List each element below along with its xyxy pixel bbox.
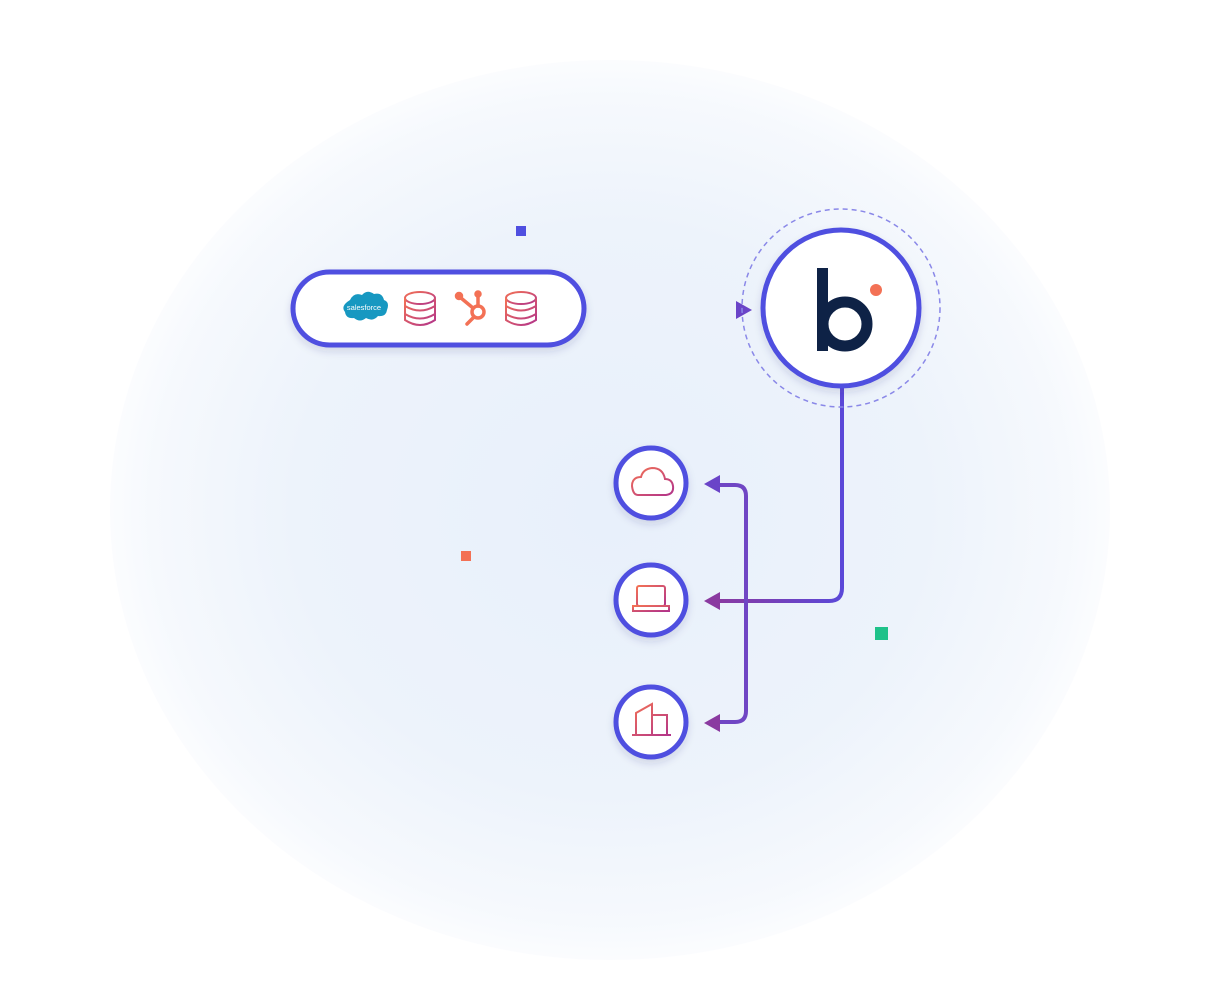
connector-hub-to-laptop: [716, 385, 844, 603]
laptop-icon: [632, 585, 670, 612]
decorative-dash-top: [295, 226, 526, 236]
hub-logo: [817, 268, 882, 352]
connector-sources-to-hub: [585, 301, 752, 319]
destination-building[interactable]: [613, 684, 689, 760]
hub-orbit: [741, 208, 941, 408]
database-icon: [505, 291, 537, 326]
hub-node[interactable]: [741, 208, 941, 408]
cloud-icon: [630, 466, 675, 496]
arrow-to-laptop: [704, 592, 720, 610]
database-icon: [404, 291, 436, 326]
hubspot-icon: [454, 290, 486, 326]
building-icon: [632, 702, 671, 736]
decorative-dash-left: [300, 551, 471, 561]
salesforce-logo-text: salesforce: [347, 303, 381, 312]
salesforce-logo: salesforce: [343, 291, 388, 321]
decorative-dash-right: [875, 480, 888, 640]
destination-laptop[interactable]: [613, 562, 689, 638]
arrow-to-cloud: [704, 475, 720, 493]
sources-pill[interactable]: salesforce: [290, 269, 587, 348]
arrow-to-building: [704, 714, 720, 732]
destination-cloud[interactable]: [613, 445, 689, 521]
connector-branch: [716, 483, 748, 724]
background-glow: [110, 60, 1110, 960]
